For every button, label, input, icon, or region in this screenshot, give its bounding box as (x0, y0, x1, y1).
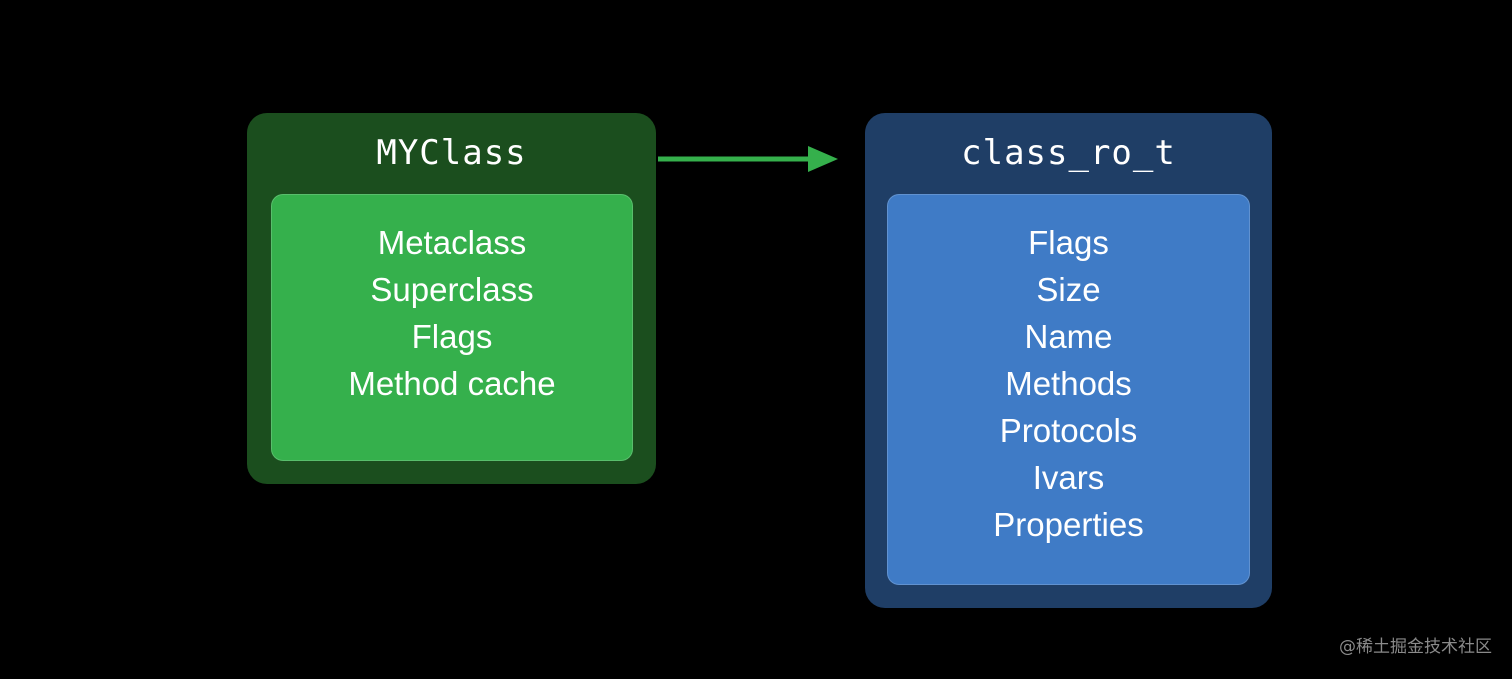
field-ivars: Ivars (1032, 459, 1105, 496)
field-superclass: Superclass (370, 271, 534, 308)
myclass-box: MYClass Metaclass Superclass Flags Metho… (247, 113, 656, 484)
field-metaclass: Metaclass (377, 224, 527, 261)
myclass-fields: Metaclass Superclass Flags Method cache (271, 194, 633, 461)
class-ro-t-box: class_ro_t Flags Size Name Methods Proto… (865, 113, 1272, 608)
field-properties: Properties (993, 506, 1144, 543)
myclass-title: MYClass (376, 133, 527, 173)
field-protocols: Protocols (999, 412, 1138, 449)
field-size: Size (1036, 271, 1101, 308)
class-ro-t-title: class_ro_t (961, 133, 1176, 173)
watermark: @稀土掘金技术社区 (1339, 637, 1492, 657)
field-flags: Flags (411, 318, 493, 355)
arrow-connector (658, 146, 838, 172)
field-method-cache: Method cache (348, 365, 556, 402)
field-methods: Methods (1005, 365, 1132, 402)
arrow-head-icon (808, 146, 838, 172)
class-ro-t-fields: Flags Size Name Methods Protocols Ivars … (887, 194, 1250, 585)
field-name: Name (1024, 318, 1113, 355)
field-flags: Flags (1028, 224, 1109, 261)
